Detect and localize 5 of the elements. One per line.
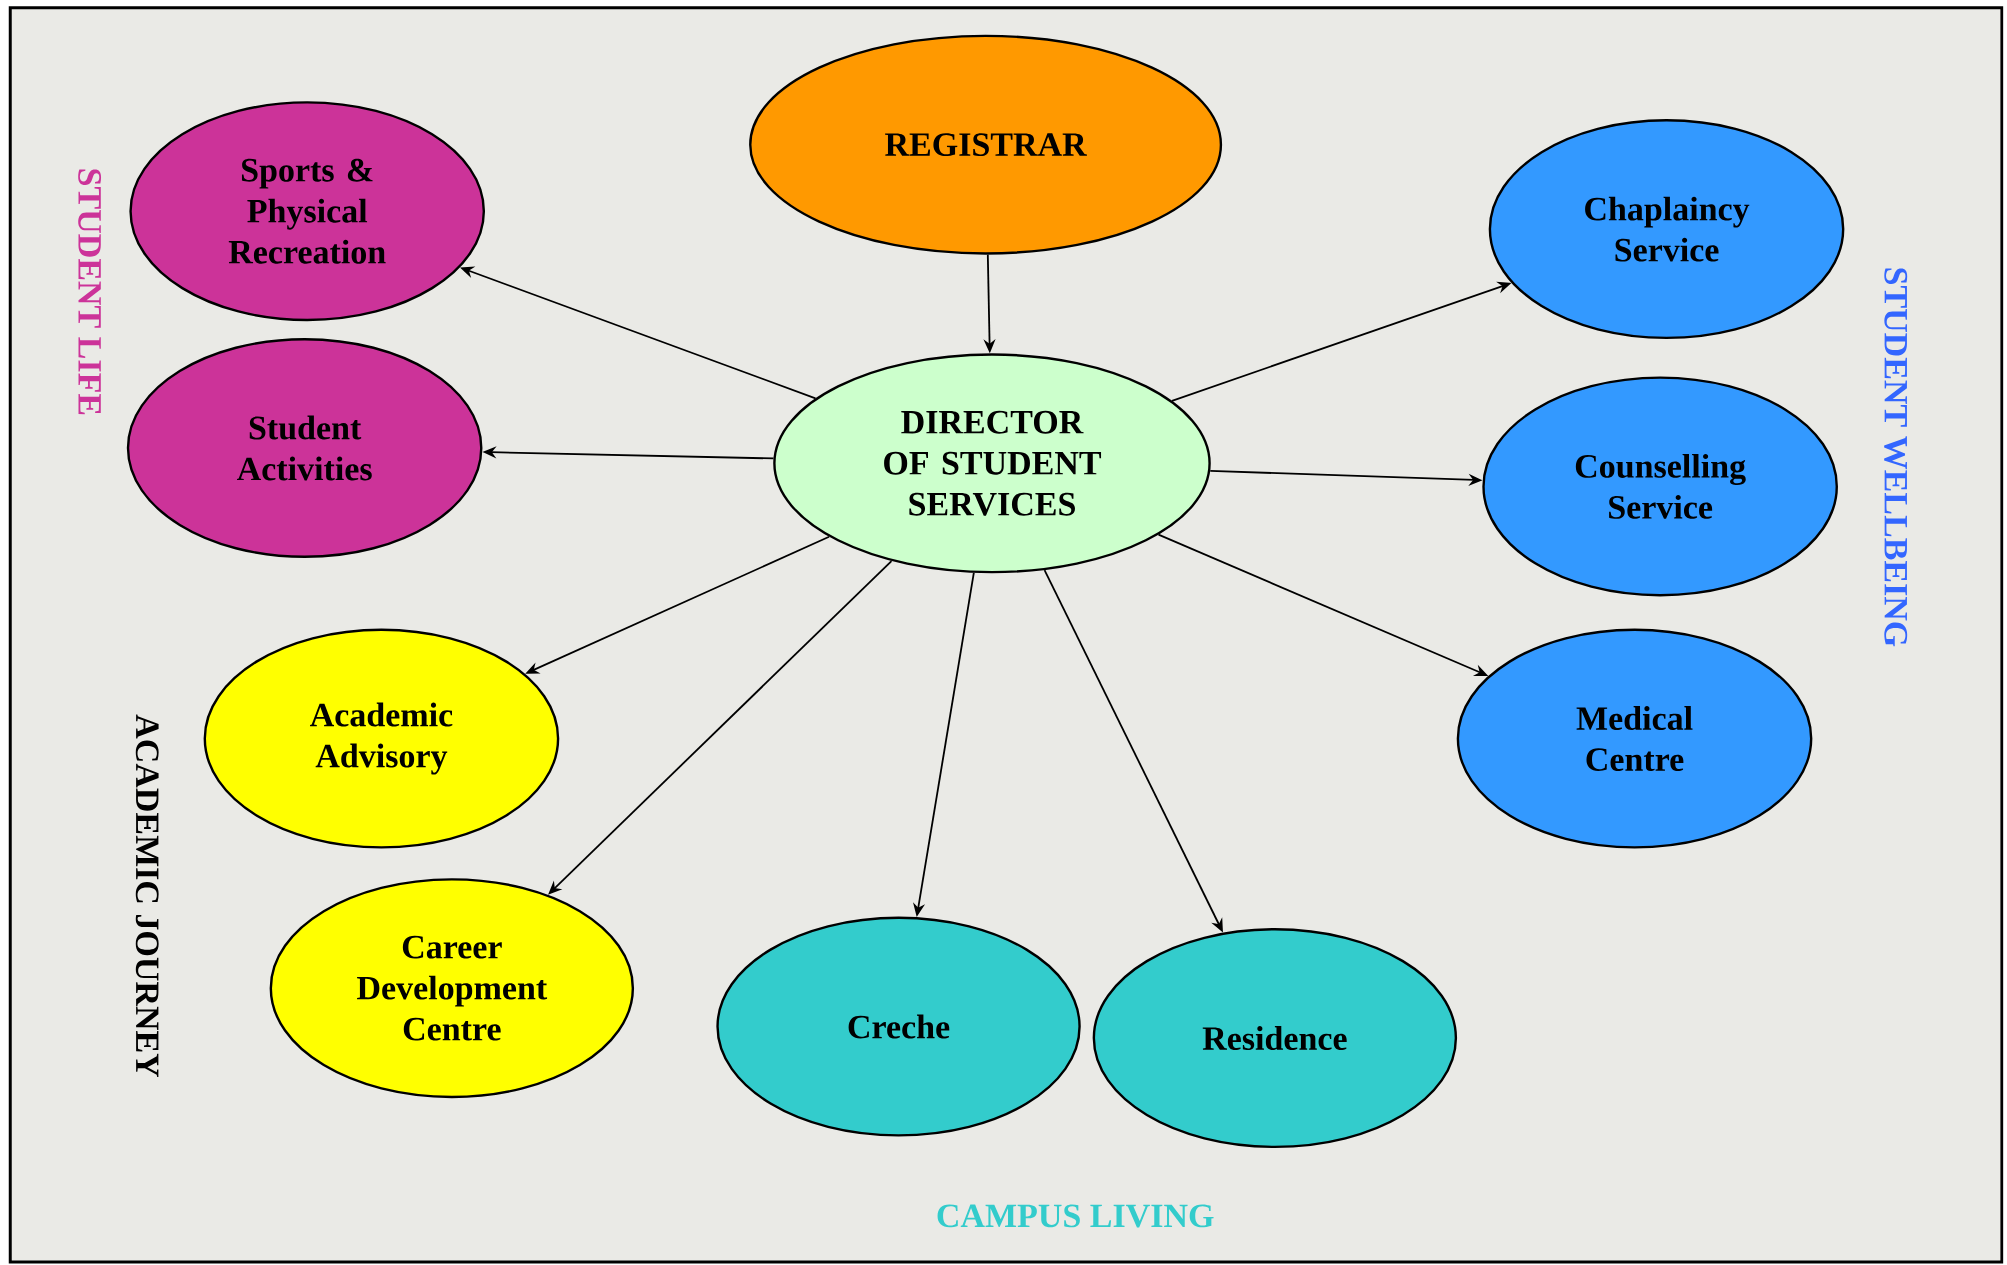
- arrow: [548, 560, 893, 895]
- section-label: ACADEMIC JOURNEY: [135, 714, 159, 1078]
- section-label: CAMPUS LIVING: [937, 1204, 1214, 1228]
- section-label: STUDENT WELLBEING: [1884, 268, 1908, 647]
- section-label: STUDENT LIFE: [78, 169, 102, 415]
